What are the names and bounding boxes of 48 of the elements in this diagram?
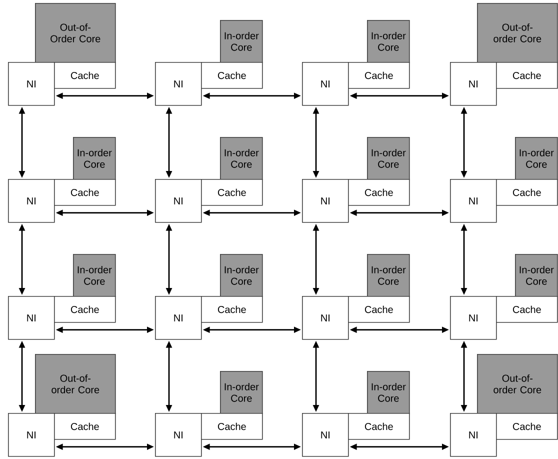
network-interface-box: NI: [155, 179, 202, 223]
cache-box: Cache: [496, 62, 558, 89]
network-interface-box: NI: [8, 413, 55, 457]
core-box: Out-of-order Core: [477, 3, 558, 63]
core-box: In-order Core: [367, 254, 410, 297]
network-interface-box: NI: [8, 179, 55, 223]
cache-box: Cache: [348, 179, 410, 206]
core-box: In-order Core: [220, 137, 263, 180]
core-box: In-order Core: [367, 20, 410, 63]
cache-box: Cache: [54, 413, 116, 440]
network-interface-box: NI: [155, 413, 202, 457]
cache-box: Cache: [54, 62, 116, 89]
core-box: In-order Core: [220, 20, 263, 63]
cache-box: Cache: [348, 413, 410, 440]
core-box: In-order Core: [220, 254, 263, 297]
core-box: In-order Core: [73, 254, 116, 297]
network-interface-box: NI: [155, 62, 202, 106]
network-interface-box: NI: [155, 296, 202, 340]
network-interface-box: NI: [8, 62, 55, 106]
cache-box: Cache: [54, 296, 116, 323]
cache-box: Cache: [201, 179, 263, 206]
core-box: In-order Core: [367, 371, 410, 414]
cache-box: Cache: [348, 296, 410, 323]
core-box: In-order Core: [73, 137, 116, 180]
core-box: Out-of-Order Core: [35, 3, 116, 63]
network-interface-box: NI: [302, 413, 349, 457]
cache-box: Cache: [496, 296, 558, 323]
core-box: In-order Core: [515, 254, 558, 297]
network-interface-box: NI: [450, 413, 497, 457]
network-interface-box: NI: [450, 179, 497, 223]
network-interface-box: NI: [302, 62, 349, 106]
core-box: In-order Core: [515, 137, 558, 180]
network-interface-box: NI: [450, 296, 497, 340]
network-interface-box: NI: [450, 62, 497, 106]
cache-box: Cache: [201, 62, 263, 89]
cache-box: Cache: [348, 62, 410, 89]
network-interface-box: NI: [302, 296, 349, 340]
network-interface-box: NI: [8, 296, 55, 340]
network-interface-box: NI: [302, 179, 349, 223]
cache-box: Cache: [496, 413, 558, 440]
core-box: In-order Core: [367, 137, 410, 180]
cache-box: Cache: [201, 413, 263, 440]
core-box: Out-of-order Core: [477, 354, 558, 414]
cache-box: Cache: [54, 179, 116, 206]
core-box: In-order Core: [220, 371, 263, 414]
cache-box: Cache: [201, 296, 263, 323]
core-box: Out-of-order Core: [35, 354, 116, 414]
cache-box: Cache: [496, 179, 558, 206]
